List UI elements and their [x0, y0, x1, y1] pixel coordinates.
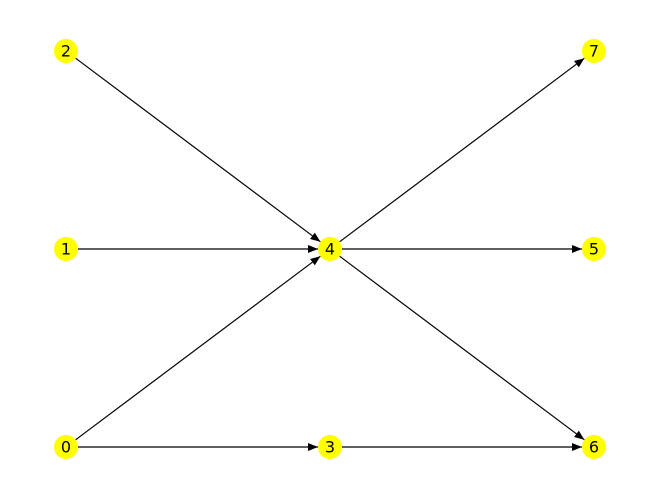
node-7: 7 [582, 39, 606, 63]
node-label-5: 5 [589, 240, 599, 259]
node-label-4: 4 [325, 240, 335, 259]
edge-0-to-4 [75, 255, 321, 441]
node-5: 5 [582, 237, 606, 261]
edge-4-to-7 [339, 57, 585, 243]
node-6: 6 [582, 435, 606, 459]
edges-layer [75, 57, 585, 451]
node-0: 0 [54, 435, 78, 459]
edge-2-to-4 [75, 57, 321, 243]
node-circle-0 [54, 435, 78, 459]
node-circle-1 [54, 237, 78, 261]
node-label-0: 0 [61, 438, 71, 457]
node-4: 4 [318, 237, 342, 261]
node-circle-5 [582, 237, 606, 261]
nodes-layer: 0 1 2 3 4 5 6 7 [54, 39, 606, 459]
node-2: 2 [54, 39, 78, 63]
node-3: 3 [318, 435, 342, 459]
node-label-2: 2 [61, 42, 71, 61]
node-label-1: 1 [61, 240, 71, 259]
node-circle-4 [318, 237, 342, 261]
node-label-3: 3 [325, 438, 335, 457]
node-circle-7 [582, 39, 606, 63]
node-circle-2 [54, 39, 78, 63]
node-circle-6 [582, 435, 606, 459]
edge-4-to-6 [339, 255, 585, 441]
node-label-7: 7 [589, 42, 599, 61]
node-1: 1 [54, 237, 78, 261]
node-label-6: 6 [589, 438, 599, 457]
node-circle-3 [318, 435, 342, 459]
